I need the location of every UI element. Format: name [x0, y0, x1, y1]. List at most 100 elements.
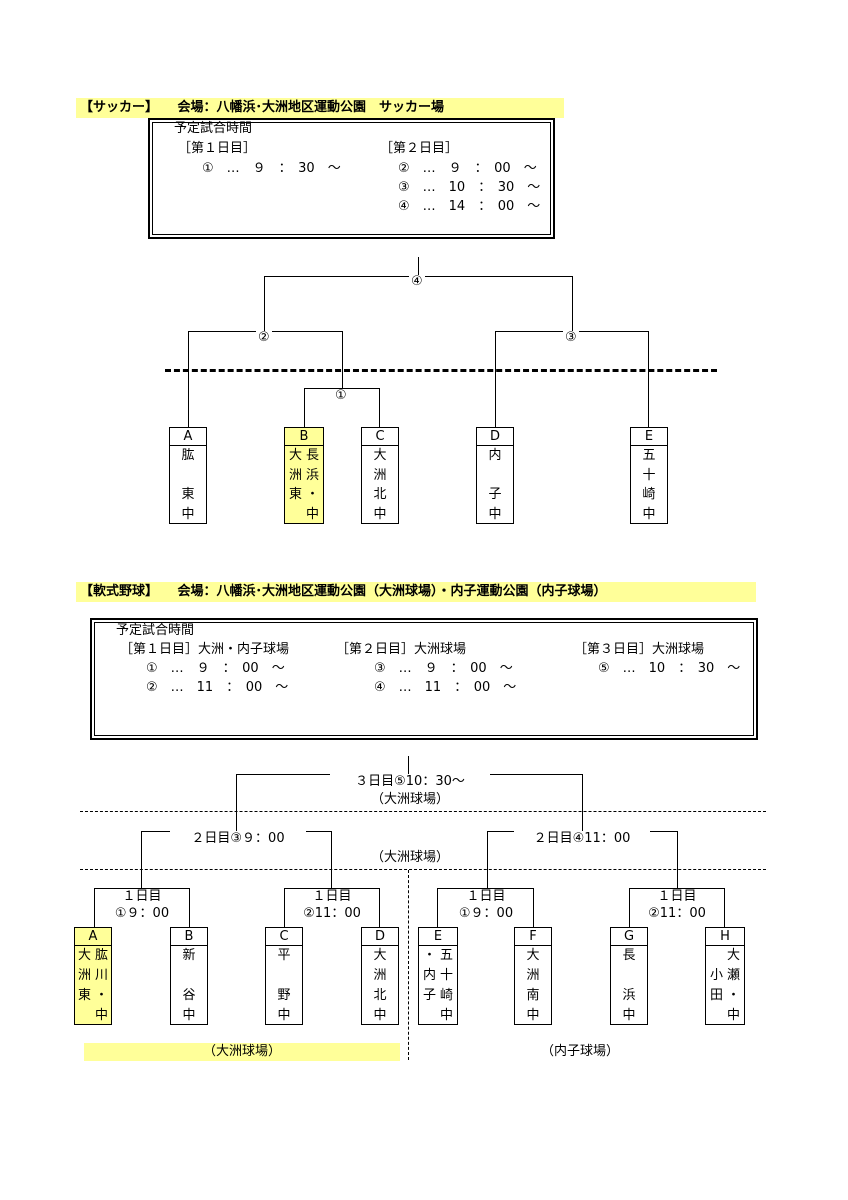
r1-c-time: ①９：00	[450, 906, 522, 922]
team-letter: E	[631, 428, 667, 446]
schedule-title: 予定試合時間	[174, 121, 253, 136]
team-name-char	[423, 1008, 437, 1024]
team-name-char: ・	[726, 988, 740, 1003]
team-name: 内 子中	[477, 446, 513, 523]
team-name: 長 浜中	[611, 946, 647, 1024]
team-letter: C	[362, 428, 398, 446]
semi-left-label: ２日目③９：00	[170, 831, 306, 847]
schedule-title: 予定試合時間	[116, 623, 195, 638]
baseball-schedule-box: 予定試合時間 ［第１日目］大洲・内子球場 ① … ９ ： 00 ～ ② … 11…	[90, 618, 758, 740]
team-name-char	[710, 1008, 724, 1024]
soccer-day-divider	[165, 369, 717, 372]
baseball-header: 【軟式野球】 会場：八幡浜･大洲地区運動公園（大洲球場）・内子運動公園（内子球場…	[76, 582, 756, 602]
first-match-marker: ①	[333, 388, 349, 403]
team-name-char	[182, 968, 196, 984]
team-name-char: 内	[488, 448, 502, 463]
r1-d-time: ②11：00	[639, 906, 715, 922]
venue-left-label: （大洲球場）	[84, 1043, 400, 1061]
r1-c-day: １日目	[456, 889, 516, 905]
r1-a-day: １日目	[112, 889, 172, 905]
semi-right-marker: ③	[563, 330, 579, 345]
day2-label: ［第２日目］大洲球場	[336, 642, 467, 657]
day1-label: ［第１日目］大洲・内子球場	[120, 642, 290, 657]
team-name-char: ・	[94, 988, 108, 1003]
team-name: 大瀬・中 小田	[706, 946, 744, 1024]
team-name-char: 洲	[373, 968, 387, 983]
day1-match1: ① … ９ ： 30 ～	[202, 161, 341, 176]
team-name-char: 中	[373, 1008, 387, 1023]
team-name-char	[710, 948, 724, 964]
team-name-char: 中	[305, 506, 319, 522]
final-venue-label: （大洲球場）	[340, 792, 480, 808]
team-name-char: 中	[642, 506, 656, 522]
team-name-char: 大	[726, 948, 740, 963]
r1-a-time: ①９：00	[106, 906, 178, 922]
team-name: 新 谷中	[171, 946, 207, 1024]
team-name-char: 洲	[77, 968, 91, 983]
team-name: 五十崎中・内子	[419, 946, 457, 1024]
team-name-char: 北	[373, 988, 387, 1003]
team-name-char	[622, 968, 636, 984]
team-name: 長浜・中大洲東	[285, 446, 323, 523]
team-name-char: 子	[488, 487, 502, 503]
team-name-char: 大	[526, 948, 540, 963]
team-name-char: ・	[422, 948, 436, 963]
team-name-char: 東	[288, 487, 302, 503]
team-name-char: 東	[181, 487, 195, 503]
team-name-char: 洲	[288, 467, 302, 483]
team-name-char: 洲	[526, 968, 540, 983]
soccer-schedule-box: 予定試合時間 ［第１日目］ ① … ９ ： 30 ～ ［第２日目］ ② … ９ …	[148, 118, 555, 239]
day3-match5: ⑤ … 10 ： 30 ～	[598, 661, 741, 676]
team-name-char: 肱	[94, 948, 108, 963]
team-name-char: 小	[709, 968, 723, 983]
team-name-char: 大	[288, 448, 302, 463]
day1-match2: ② … 11 ： 00 ～	[146, 680, 289, 695]
team-name-char: 中	[277, 1008, 291, 1023]
team-name-char: 崎	[439, 988, 453, 1003]
team-name-char: 浜	[305, 467, 319, 483]
day2-match3: ③ … ９ ： 00 ～	[374, 661, 513, 676]
team-name-char: 瀬	[726, 968, 740, 983]
team-name-char: 中	[94, 1008, 108, 1023]
team-name-char: 田	[709, 988, 723, 1003]
team-name-char	[289, 507, 303, 523]
team-name-char: 中	[439, 1008, 453, 1023]
team-letter: B	[171, 928, 207, 946]
team-name: 大洲北中	[362, 946, 398, 1024]
soccer-header: 【サッカー】 会場：八幡浜･大洲地区運動公園 サッカー場	[76, 98, 564, 118]
team-name-char: 中	[182, 1008, 196, 1023]
team-name-char: 中	[488, 506, 502, 522]
team-name-char: 五	[642, 448, 656, 463]
team-name-char: 内	[422, 968, 436, 983]
team-name-char: 浜	[622, 988, 636, 1003]
day1-match1: ① … ９ ： 00 ～	[146, 661, 285, 676]
team-name-char: 大	[373, 948, 387, 963]
day1-label: ［第１日目］	[178, 141, 257, 156]
team-name-char: 大	[373, 448, 387, 463]
team-name: 五十崎中	[631, 446, 667, 523]
day2-match4: ④ … 11 ： 00 ～	[374, 680, 517, 695]
team-letter: G	[611, 928, 647, 946]
team-name-char	[78, 1008, 92, 1024]
team-name-char: 大	[77, 948, 91, 963]
team-name-char: 川	[94, 968, 108, 983]
team-name-char: 中	[526, 1008, 540, 1023]
team-letter: D	[362, 928, 398, 946]
team-name-char: 野	[277, 988, 291, 1003]
day2-match3: ③ … 10 ： 30 ～	[398, 180, 541, 195]
day3-label: ［第３日目］大洲球場	[574, 642, 705, 657]
team-letter: B	[285, 428, 323, 446]
day2-label: ［第２日目］	[380, 141, 459, 156]
team-letter: A	[170, 428, 206, 446]
